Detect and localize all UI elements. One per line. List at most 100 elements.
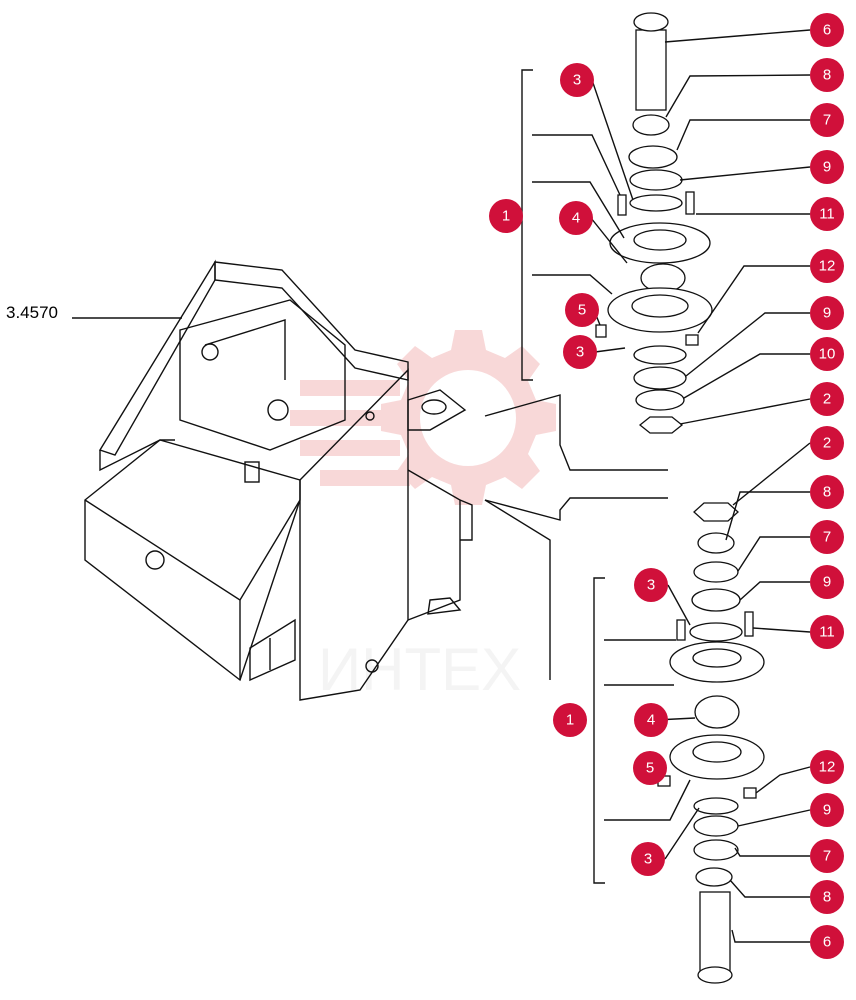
upper-nut-12: [685, 334, 699, 346]
svg-text:7: 7: [823, 112, 831, 129]
svg-text:5: 5: [646, 760, 654, 777]
callout-badge: 1: [489, 199, 523, 233]
lower-bushing-8: [695, 867, 733, 887]
upper-bushing: [632, 114, 670, 136]
upper-flange-bottom: [607, 287, 713, 333]
callout-badge: 8: [810, 880, 844, 914]
callout-badge: 9: [810, 565, 844, 599]
callout-badge: 1: [553, 703, 587, 737]
lower-nut-2: [693, 502, 739, 522]
upper-grease-fitting: [595, 324, 607, 338]
lower-seal-3: [689, 622, 743, 642]
upper-bolt-left: [617, 194, 627, 216]
callout-badge: 4: [559, 201, 593, 235]
upper-pivot-assembly: [521, 12, 713, 434]
connector-lines: [484, 394, 668, 680]
svg-text:3: 3: [647, 577, 655, 594]
lower-bolt-left: [676, 619, 686, 641]
upper-bracket-line: [521, 69, 533, 381]
svg-text:9: 9: [823, 159, 831, 176]
upper-pin: [633, 12, 669, 111]
svg-text:5: 5: [578, 302, 586, 319]
svg-text:3: 3: [576, 344, 584, 361]
callout-badge: 10: [810, 337, 844, 371]
callout-badge: 5: [565, 293, 599, 327]
svg-text:8: 8: [823, 889, 831, 906]
svg-text:10: 10: [819, 346, 836, 363]
lower-callouts: 2 8 7 9 11 12 9 7 8 6 3 1 4 5 3: [553, 426, 844, 959]
callout-badge: 6: [810, 13, 844, 47]
svg-text:8: 8: [823, 67, 831, 84]
callout-leaders: [532, 29, 811, 943]
callout-badge: 2: [810, 426, 844, 460]
lower-flange-top: [669, 641, 765, 683]
lower-pin: [697, 891, 733, 984]
upper-ring-10: [635, 389, 685, 411]
callout-badge: 5: [633, 751, 667, 785]
upper-flange-top: [609, 222, 711, 264]
svg-text:12: 12: [819, 759, 836, 776]
lower-bearing-9: [691, 588, 741, 612]
svg-text:12: 12: [819, 258, 836, 275]
callout-badge: 7: [810, 520, 844, 554]
svg-text:7: 7: [823, 848, 831, 865]
lower-bearing-9b: [693, 815, 739, 837]
lower-seal-3b: [693, 797, 739, 815]
lower-bracket-line: [593, 577, 605, 884]
upper-seal-3: [629, 194, 683, 212]
svg-text:9: 9: [823, 574, 831, 591]
svg-text:3: 3: [644, 851, 652, 868]
callout-badge: 12: [810, 249, 844, 283]
callout-badge: 3: [631, 842, 665, 876]
callout-badge: 4: [634, 703, 668, 737]
svg-text:7: 7: [823, 529, 831, 546]
callout-badge: 11: [810, 615, 844, 649]
reference-label: 3.4570: [6, 303, 58, 322]
svg-text:6: 6: [823, 22, 831, 39]
svg-text:11: 11: [819, 624, 835, 641]
lower-ring-7b: [693, 839, 739, 861]
callout-badge: 11: [810, 197, 844, 231]
callout-badge: 3: [560, 63, 594, 97]
lower-bushing: [697, 532, 735, 554]
svg-text:6: 6: [823, 934, 831, 951]
lower-flange-bottom: [669, 734, 765, 780]
svg-text:2: 2: [823, 435, 831, 452]
callout-badge: 7: [810, 839, 844, 873]
watermark-text: ИНТЕХ: [318, 636, 521, 703]
lower-bolt-right: [744, 611, 754, 637]
upper-bolt-right: [685, 191, 695, 215]
upper-nut-2: [638, 416, 684, 434]
callout-badge: 8: [810, 475, 844, 509]
upper-bearing-9: [629, 169, 683, 191]
callout-badge: 2: [810, 382, 844, 416]
svg-text:1: 1: [566, 712, 574, 729]
callout-badge: 6: [810, 925, 844, 959]
callout-badge: 9: [810, 296, 844, 330]
upper-seal-3b: [633, 345, 687, 365]
upper-callouts: 6 8 7 9 11 12 9 10 2 3 4 1 5 3: [489, 13, 844, 416]
callout-badge: 9: [810, 793, 844, 827]
svg-text:9: 9: [823, 305, 831, 322]
lower-nut-12: [743, 787, 757, 799]
callout-badge: 9: [810, 150, 844, 184]
svg-text:3: 3: [573, 72, 581, 89]
svg-text:1: 1: [502, 208, 510, 225]
svg-text:8: 8: [823, 484, 831, 501]
callout-badge: 3: [634, 568, 668, 602]
svg-text:11: 11: [819, 206, 835, 223]
svg-text:9: 9: [823, 802, 831, 819]
callout-badge: 3: [563, 335, 597, 369]
upper-ring-7: [628, 145, 678, 169]
svg-text:2: 2: [823, 391, 831, 408]
svg-text:4: 4: [572, 210, 580, 227]
callout-badge: 12: [810, 750, 844, 784]
lower-ring-7: [693, 561, 739, 583]
upper-bearing-9b: [633, 366, 687, 390]
callout-badge: 7: [810, 103, 844, 137]
lower-pivot-assembly: [593, 502, 765, 984]
lower-sleeve-4: [694, 695, 740, 729]
main-frame-drawing: [84, 259, 473, 701]
svg-text:4: 4: [647, 712, 655, 729]
